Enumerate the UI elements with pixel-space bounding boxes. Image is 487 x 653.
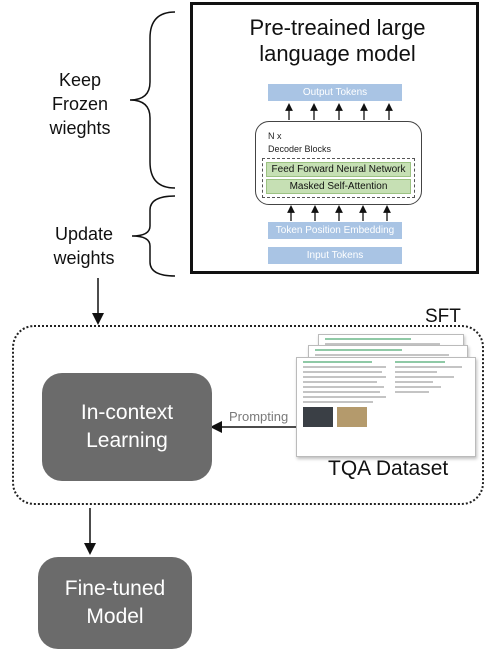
update-weights-brace — [131, 195, 176, 277]
decoder-block-container: N x Decoder Blocks Feed Forward Neural N… — [255, 121, 422, 205]
keep-frozen-brace — [129, 11, 176, 189]
llm-arrows — [285, 103, 393, 221]
llm-title: Pre-treained large language model — [249, 15, 426, 66]
masked-attention-bar: Masked Self-Attention — [266, 179, 411, 194]
in-context-learning-box: In-context Learning — [42, 373, 212, 481]
decoder-blocks-label: Decoder Blocks — [268, 144, 332, 154]
feed-forward-bar: Feed Forward Neural Network — [266, 162, 411, 177]
llm-box: Pre-treained large language model Output… — [190, 2, 479, 274]
sft-region — [12, 325, 484, 505]
dataset-page-front — [296, 357, 476, 457]
update-weights-label: Update weights — [53, 224, 115, 268]
keep-frozen-label: Keep Frozen wieghts — [49, 70, 111, 138]
dataset-photo-1 — [303, 407, 333, 427]
token-position-bar: Token Position Embedding — [268, 222, 402, 239]
fine-tuned-model-box: Fine-tuned Model — [38, 557, 192, 649]
input-tokens-bar: Input Tokens — [268, 247, 402, 264]
prompting-label: Prompting — [229, 409, 289, 424]
output-tokens-bar: Output Tokens — [268, 84, 402, 101]
n-x-label: N x — [268, 131, 282, 141]
tqa-dataset-label: TQA Dataset — [328, 457, 449, 480]
decoder-dashed-group — [262, 158, 415, 198]
sft-label: SFT — [425, 306, 461, 327]
dataset-photo-2 — [337, 407, 367, 427]
